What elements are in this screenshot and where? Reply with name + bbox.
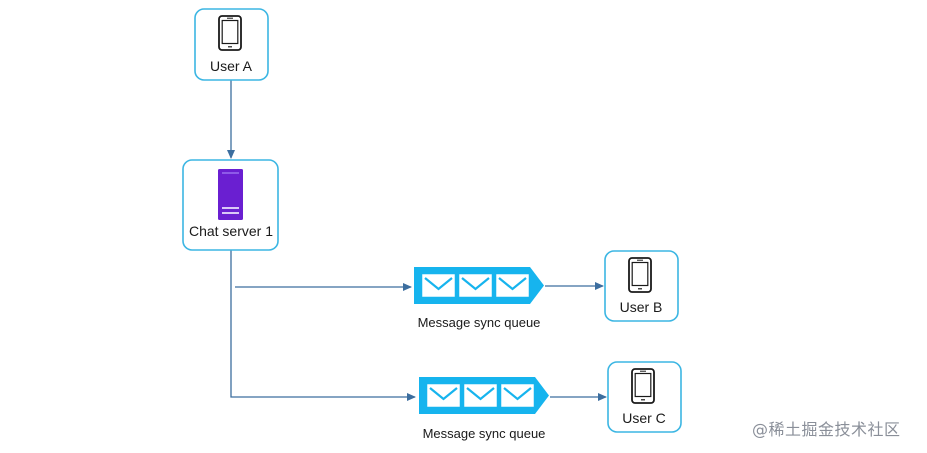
smartphone-icon: [631, 368, 655, 404]
user-b-node: User B: [604, 250, 679, 322]
user-a-node: User A: [194, 8, 269, 81]
chat-server-label: Chat server 1: [189, 223, 273, 239]
queue-2-label: Message sync queue: [423, 426, 546, 441]
envelope-icon: [463, 383, 498, 408]
chat-server-node: Chat server 1: [182, 159, 279, 251]
watermark: @稀土掘金技术社区: [752, 420, 901, 439]
user-b-label: User B: [620, 299, 663, 315]
envelope-icon: [458, 273, 493, 298]
queue-icon: [419, 377, 549, 414]
user-c-node: User C: [607, 361, 682, 433]
queue-icon: [414, 267, 544, 304]
envelope-icon: [500, 383, 535, 408]
message-sync-queue-1: Message sync queue: [414, 267, 544, 330]
envelope-icon: [421, 273, 456, 298]
envelope-icon: [495, 273, 530, 298]
queue-1-label: Message sync queue: [418, 315, 541, 330]
server-icon: [218, 169, 243, 220]
message-sync-queue-2: Message sync queue: [419, 377, 549, 441]
user-a-label: User A: [210, 58, 253, 74]
user-c-label: User C: [622, 410, 666, 426]
arrow-chat-server-to-queue-2: [230, 250, 416, 401]
envelope-icon: [426, 383, 461, 408]
smartphone-icon: [628, 257, 652, 293]
connectors: [227, 80, 607, 401]
smartphone-icon: [218, 15, 242, 51]
